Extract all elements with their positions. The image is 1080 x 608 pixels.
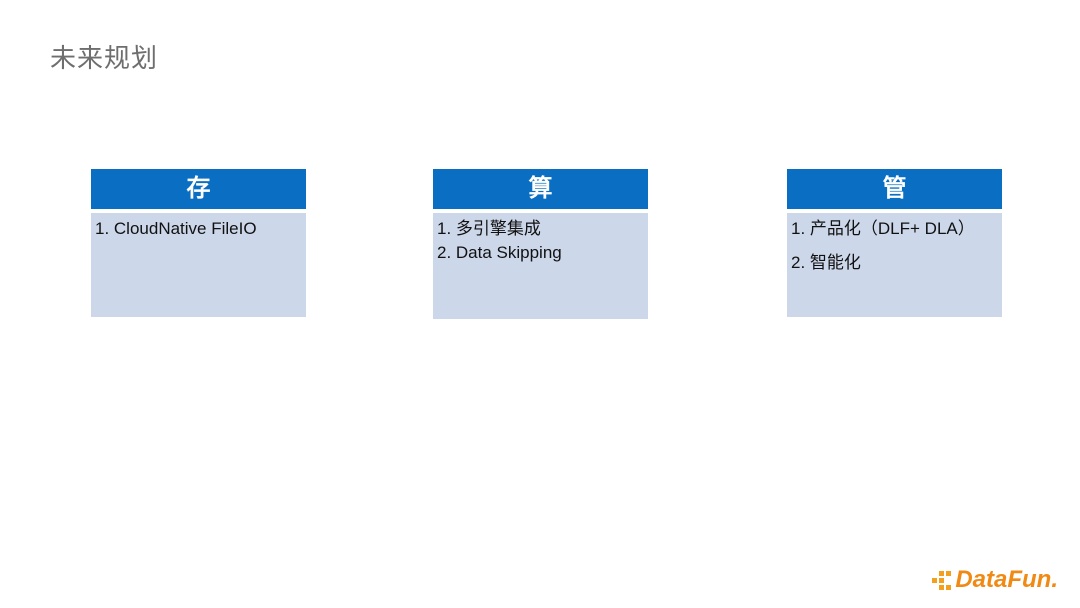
card-header: 算 [433,169,648,209]
card-body: 1. 多引擎集成 2. Data Skipping [433,213,648,319]
card-header: 管 [787,169,1002,209]
slide-title: 未来规划 [50,43,159,73]
card-storage: 存 1. CloudNative FileIO [91,169,306,317]
list-item: 1. 多引擎集成 [437,219,541,238]
list-item: 1. 产品化（DLF+ DLA） [791,219,975,238]
logo-dots-icon [932,570,952,590]
logo-text: DataFun. [955,566,1058,593]
card-body: 1. CloudNative FileIO [91,213,306,317]
card-management: 管 1. 产品化（DLF+ DLA） 2. 智能化 [787,169,1002,317]
card-body: 1. 产品化（DLF+ DLA） 2. 智能化 [787,213,1002,317]
list-item: 2. Data Skipping [437,243,562,262]
datafun-logo: DataFun. [932,566,1058,594]
list-item: 2. 智能化 [791,253,861,272]
card-compute: 算 1. 多引擎集成 2. Data Skipping [433,169,648,319]
card-header: 存 [91,169,306,209]
list-item: 1. CloudNative FileIO [95,219,257,238]
